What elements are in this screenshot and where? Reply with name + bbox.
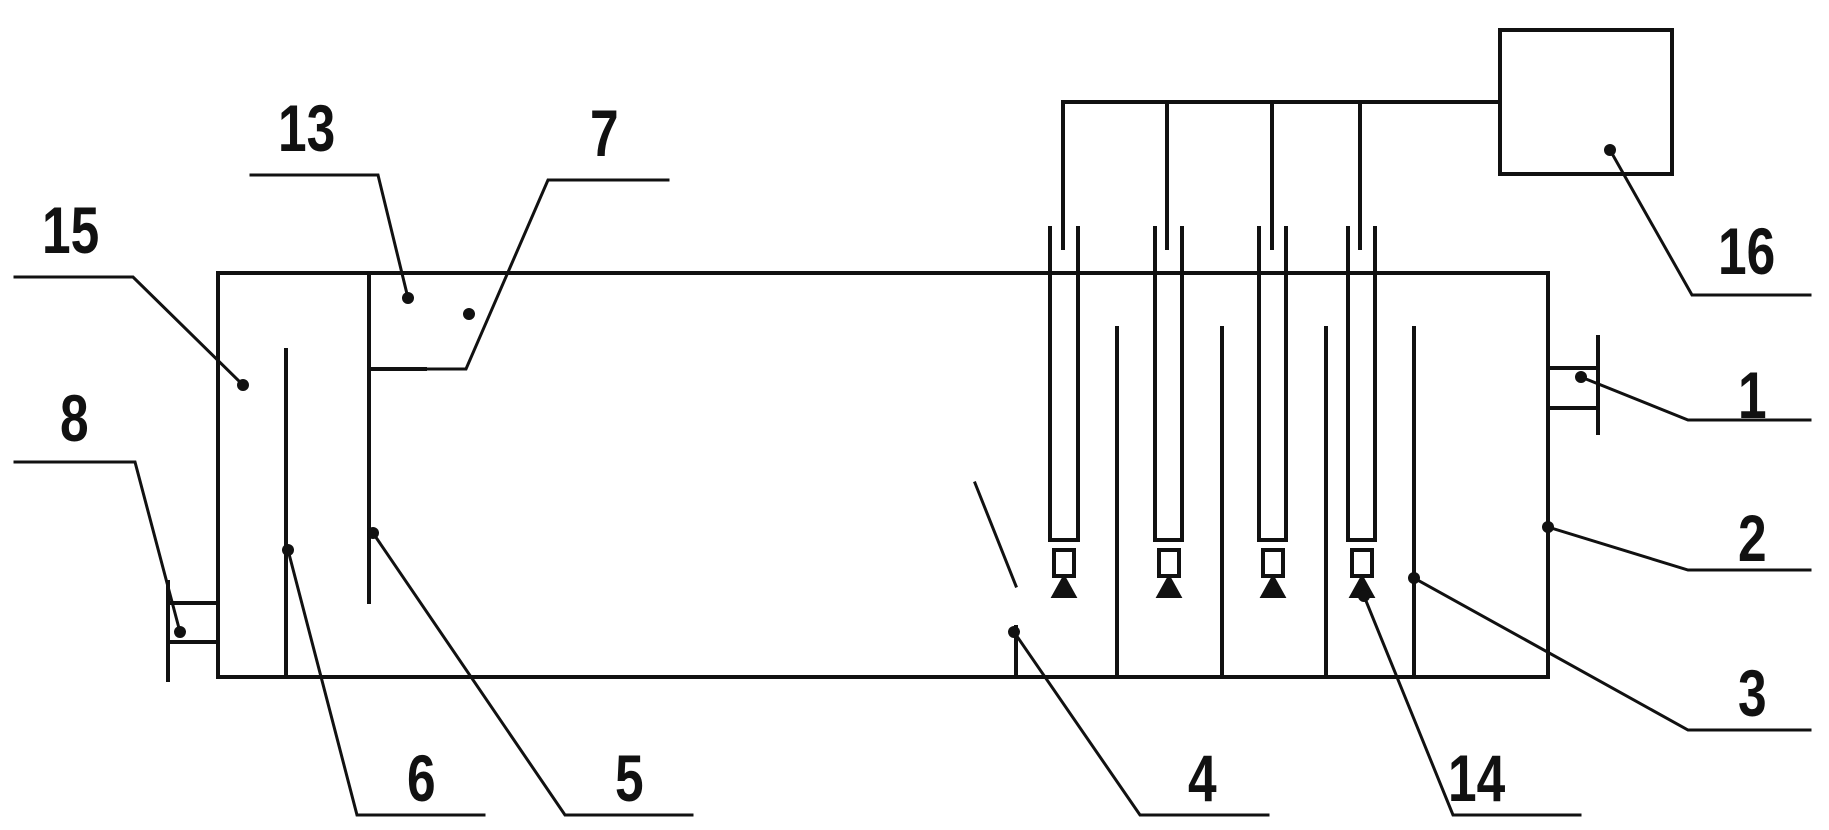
label-8: 8	[60, 381, 89, 455]
electrode-assemblies	[1048, 226, 1377, 598]
leader-lines	[13, 147, 1812, 817]
outlet-pipe	[166, 580, 220, 682]
tank-body	[216, 271, 1550, 679]
label-16: 16	[1718, 214, 1776, 288]
label-3: 3	[1738, 656, 1767, 730]
label-2: 2	[1738, 501, 1767, 575]
label-6: 6	[407, 741, 436, 815]
power-supply-box	[1498, 28, 1674, 176]
label-7: 7	[590, 96, 619, 170]
label-5: 5	[615, 741, 644, 815]
inlet-pipe	[1546, 335, 1600, 435]
label-13: 13	[278, 91, 336, 165]
leader-dots	[174, 144, 1616, 638]
label-15: 15	[42, 193, 100, 267]
bus-wiring	[1061, 100, 1502, 250]
label-1: 1	[1738, 358, 1767, 432]
baffle-plates	[1115, 326, 1416, 679]
label-4: 4	[1188, 741, 1217, 815]
label-14: 14	[1448, 741, 1506, 815]
